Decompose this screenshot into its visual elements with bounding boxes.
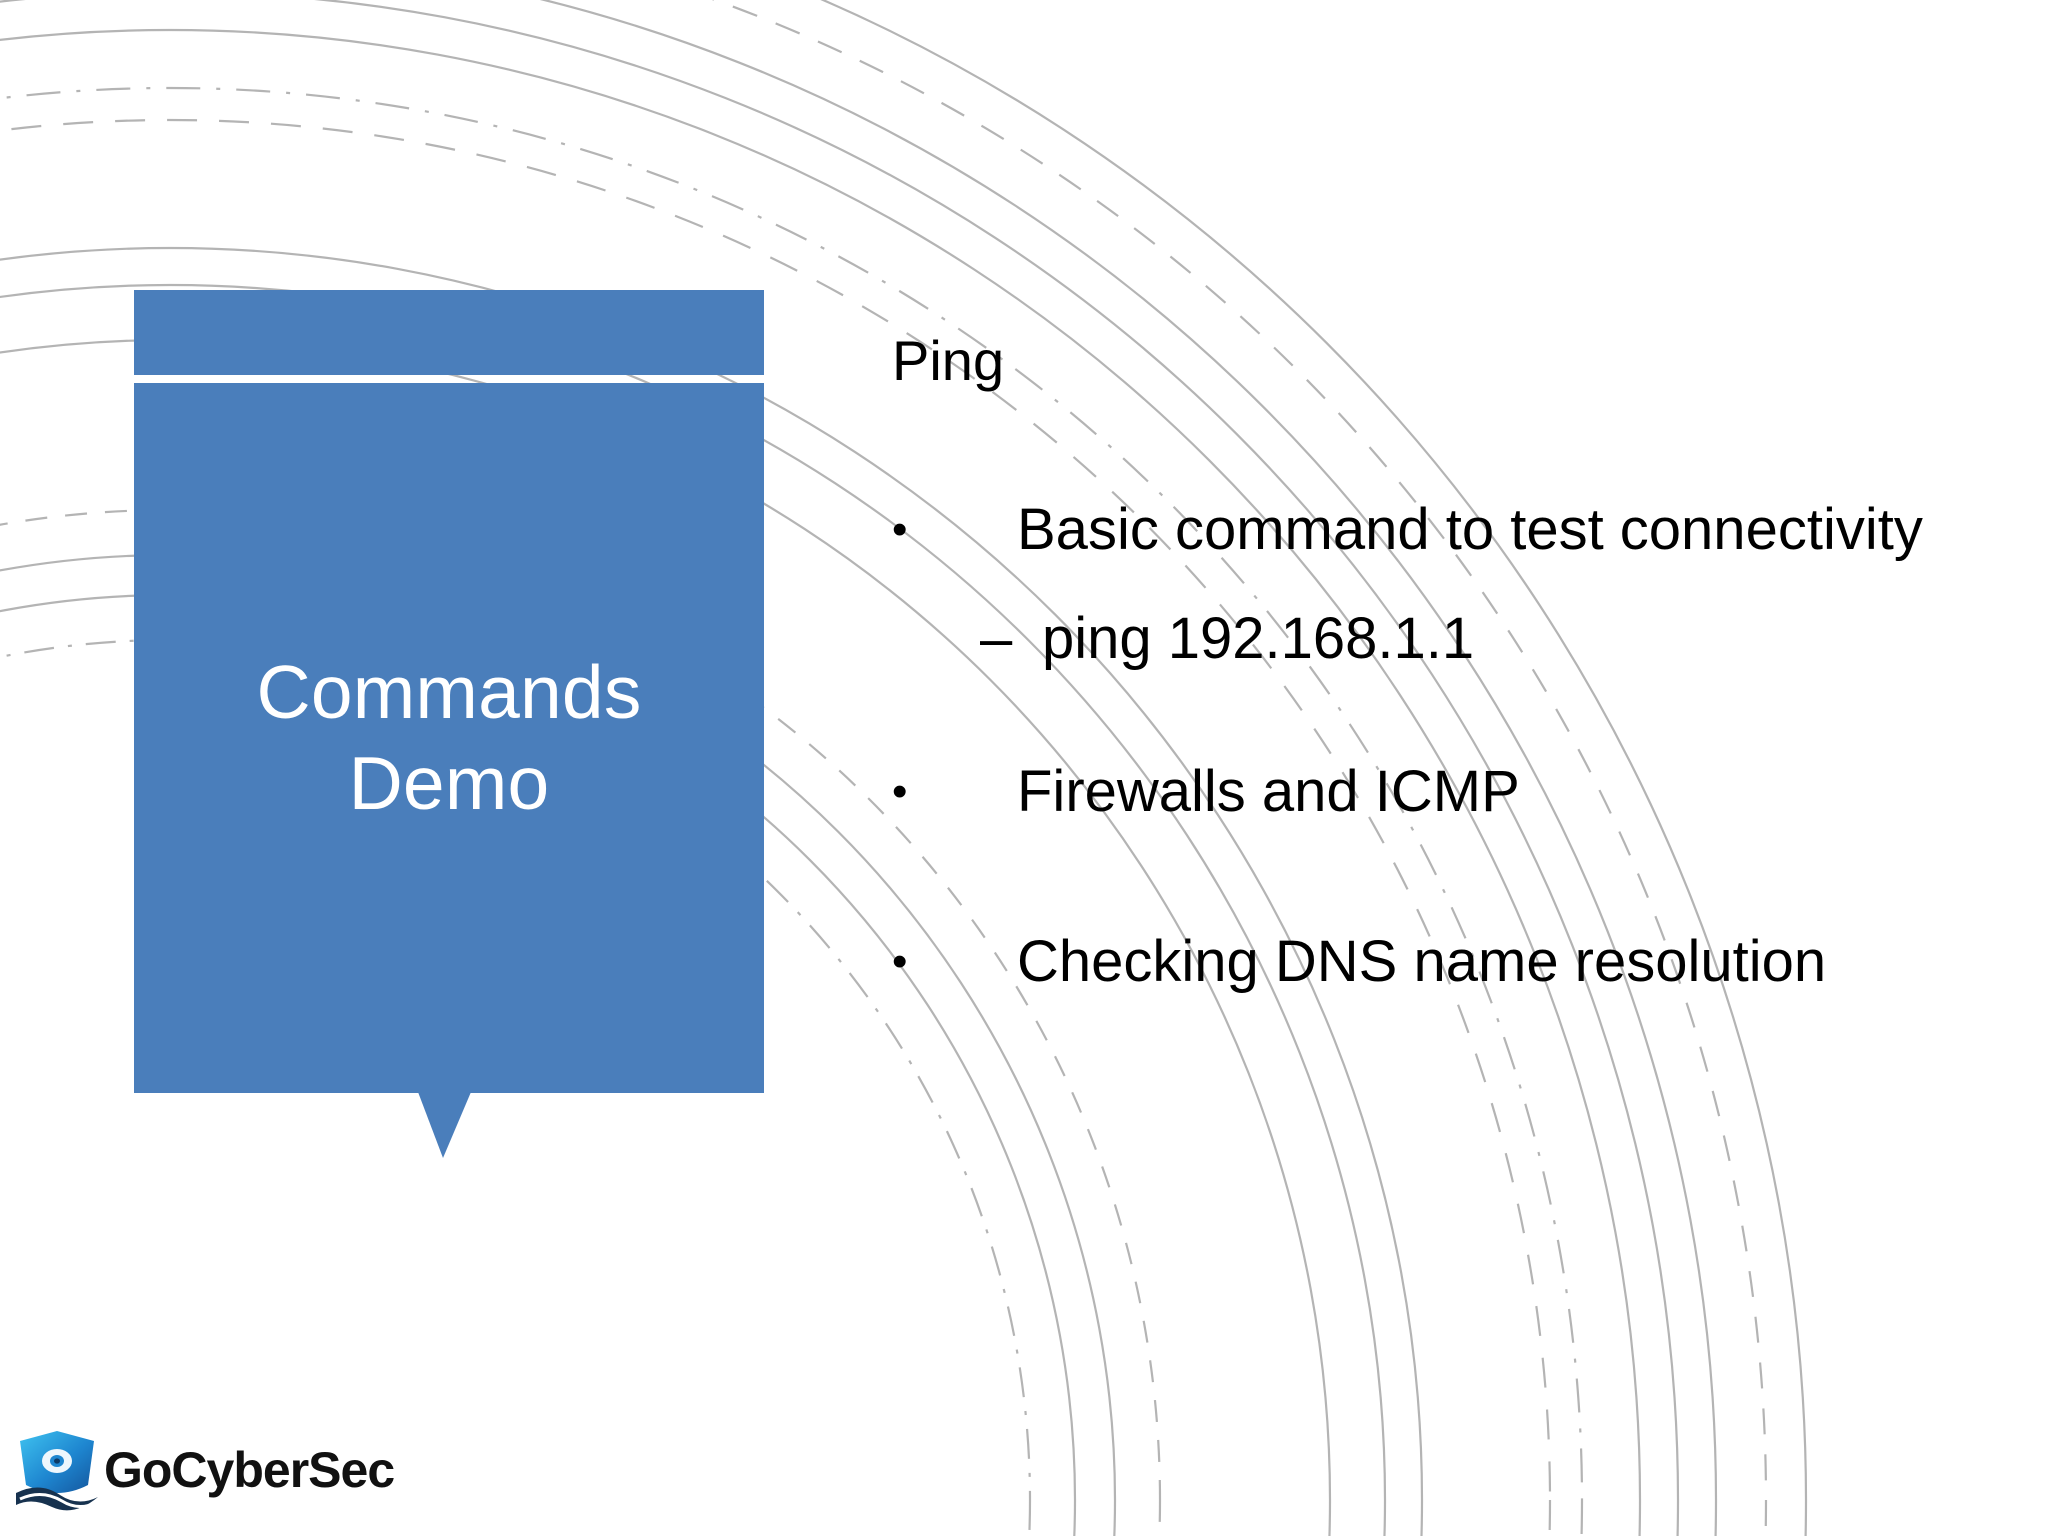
bullet-text-1: Basic command to test connectivity bbox=[1017, 496, 1923, 562]
callout-body bbox=[134, 383, 764, 1093]
callout-title: Commands Demo bbox=[134, 383, 764, 1093]
callout-title-line-2: Demo bbox=[348, 741, 550, 825]
content-column: Ping • Basic command to test connectivit… bbox=[892, 330, 1932, 995]
bullet-text-2: Firewalls and ICMP bbox=[1017, 758, 1520, 824]
bullet-item-2: • Firewalls and ICMP bbox=[892, 758, 1932, 825]
spacer-2 bbox=[892, 824, 1932, 930]
shield-icon bbox=[14, 1425, 100, 1515]
brand-name: GoCyberSec bbox=[104, 1442, 395, 1498]
bullet-marker-icon: • bbox=[892, 766, 908, 816]
bullet-item-3: • Checking DNS name resolution bbox=[892, 929, 1932, 995]
bullet-marker-icon: • bbox=[892, 937, 908, 987]
bullet-item-1: • Basic command to test connectivity bbox=[892, 496, 1932, 563]
dash-marker-icon: – bbox=[980, 605, 1013, 671]
callout-accent-bar bbox=[134, 290, 764, 375]
sub-bullet-text-1-1: ping 192.168.1.1 bbox=[1042, 605, 1475, 671]
spacer-1 bbox=[892, 672, 1932, 760]
section-heading: Ping bbox=[892, 329, 1005, 392]
callout-title-line-1: Commands bbox=[256, 649, 642, 734]
brand-logo: GoCyberSec bbox=[14, 1418, 395, 1522]
bullet-marker-icon: • bbox=[892, 504, 908, 554]
bullet-text-3: Checking DNS name resolution bbox=[1017, 929, 1827, 995]
callout-tail-icon bbox=[418, 1092, 471, 1158]
sub-bullet-item-1-1: – ping 192.168.1.1 bbox=[892, 605, 1932, 672]
